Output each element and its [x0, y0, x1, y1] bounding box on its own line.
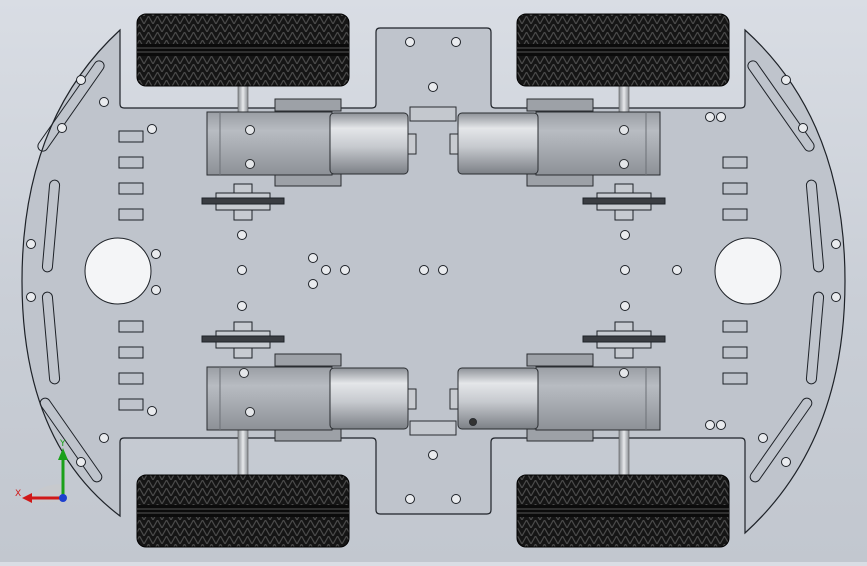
mounting-holes: [26, 37, 841, 504]
wheel-rear-right: [516, 474, 730, 548]
motor-top-left: [206, 98, 417, 187]
large-hole-right: [714, 237, 782, 305]
x-axis-arrowhead: [22, 493, 32, 503]
wheel-front-left: [136, 13, 350, 87]
wheel-front-right: [516, 13, 730, 87]
y-axis-label: Y: [59, 439, 66, 449]
shaft-couplers: [201, 183, 666, 359]
motor-bracket-top: [409, 106, 457, 122]
slots-right: [747, 60, 825, 483]
motor-bracket-bottom: [409, 420, 457, 436]
coordinate-triad: Y X: [0, 430, 90, 510]
rect-slots: [118, 130, 748, 411]
y-axis-arrowhead: [58, 448, 68, 460]
motor-top-right: [449, 98, 661, 187]
motor-bottom-right: [449, 353, 661, 442]
x-axis-label: X: [15, 489, 21, 499]
slots-left: [37, 60, 105, 483]
z-axis-dot: [59, 494, 67, 502]
large-hole-left: [84, 237, 152, 305]
motor-bottom-left: [206, 353, 417, 442]
wheel-rear-left: [136, 474, 350, 548]
